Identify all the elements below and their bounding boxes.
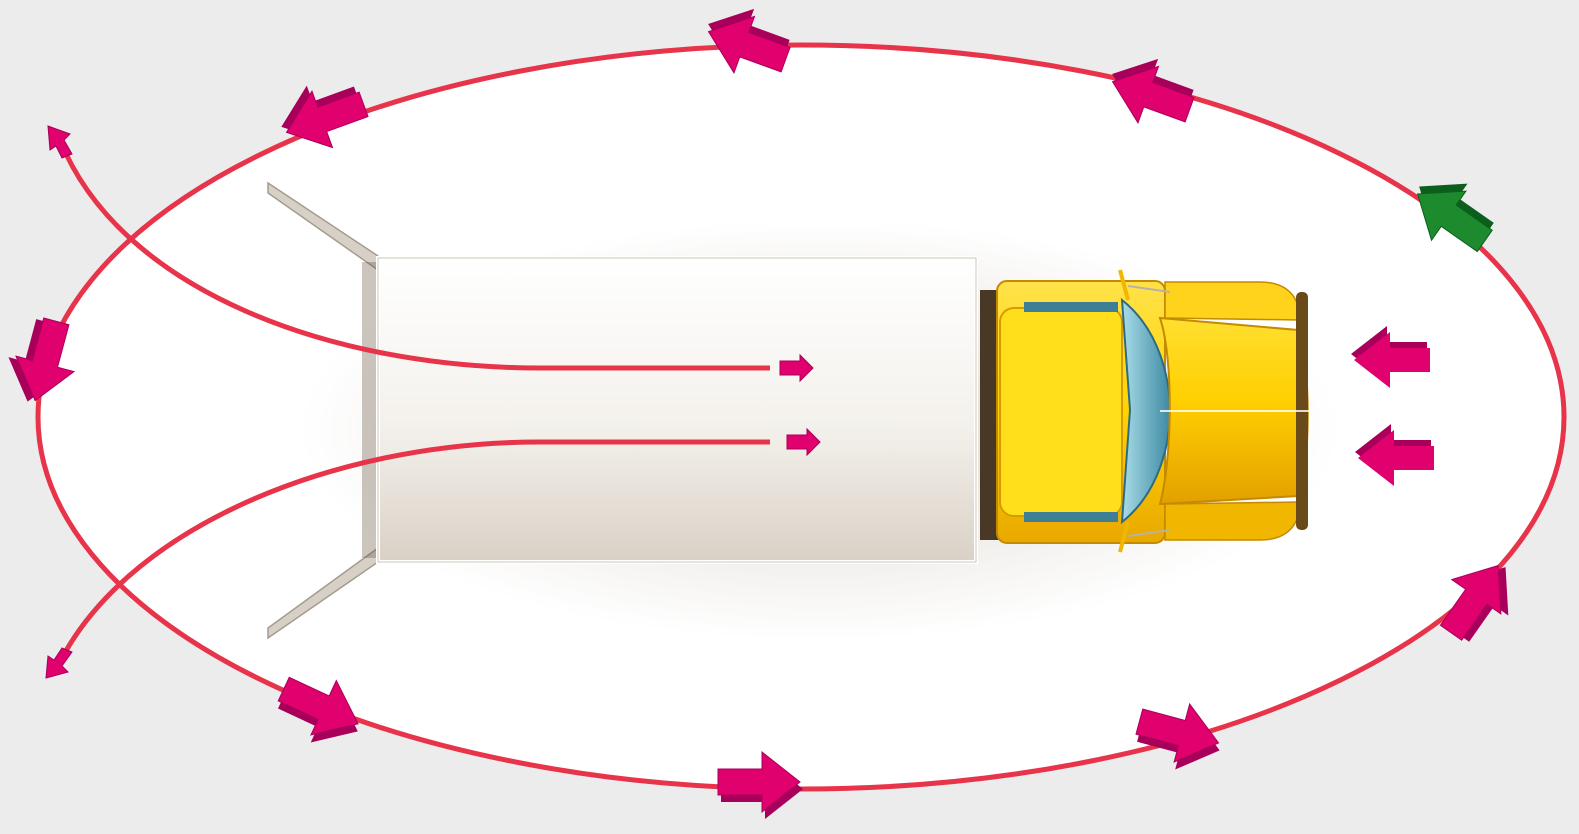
path-arrowheads bbox=[45, 125, 821, 679]
loop-arrow bbox=[277, 676, 359, 743]
path-arrowhead-lower-right bbox=[786, 427, 821, 457]
lower-entry-path bbox=[52, 439, 770, 674]
loop-arrow bbox=[1439, 564, 1509, 642]
entry-paths bbox=[52, 139, 770, 674]
loop-arrows bbox=[8, 8, 1509, 819]
trailer bbox=[362, 256, 978, 564]
loop-arrow bbox=[717, 750, 803, 819]
highlighted-loop-arrow bbox=[1416, 183, 1494, 253]
loop-arrow bbox=[707, 8, 791, 74]
path-arrowhead-lower-left bbox=[45, 647, 73, 679]
loop-arrow bbox=[1135, 702, 1220, 770]
front-approach-arrows bbox=[1351, 326, 1434, 486]
loop-arrow bbox=[281, 85, 369, 149]
upper-entry-path bbox=[57, 139, 770, 371]
loop-arrow bbox=[8, 317, 76, 402]
truck-cab bbox=[980, 269, 1312, 553]
front-arrow-upper bbox=[1351, 326, 1430, 388]
path-arrowhead-upper-right bbox=[779, 353, 814, 383]
path-arrowhead-upper-left bbox=[47, 125, 73, 159]
loop-arrow bbox=[1111, 58, 1195, 124]
front-arrow-lower bbox=[1355, 424, 1434, 486]
